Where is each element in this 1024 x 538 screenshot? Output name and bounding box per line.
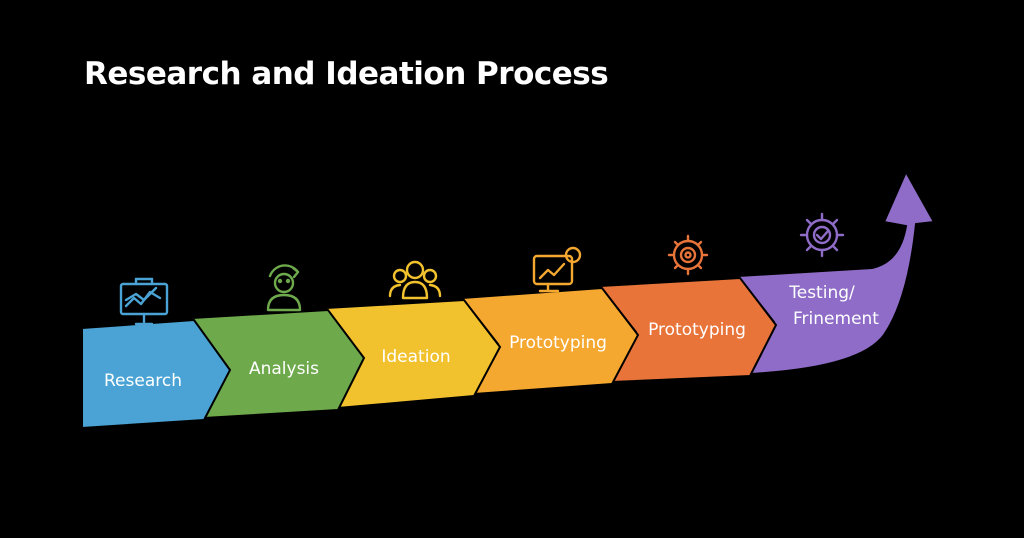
step-prototyping-1-label: Prototyping bbox=[509, 333, 607, 353]
step-ideation: Ideation bbox=[324, 298, 502, 410]
step-prototyping-1: Prototyping bbox=[460, 286, 640, 396]
team-group-icon bbox=[388, 260, 442, 300]
gear-icon bbox=[667, 234, 709, 276]
presentation-chart-icon bbox=[119, 277, 169, 326]
step-testing-label-line1: Testing/ bbox=[788, 283, 855, 303]
step-prototyping-2-label: Prototyping bbox=[648, 320, 746, 340]
step-testing-label-line2: Frinement bbox=[793, 309, 879, 329]
step-prototyping-2: Prototyping bbox=[598, 276, 778, 384]
step-research-shape bbox=[81, 318, 232, 430]
step-testing-refinement-shape bbox=[736, 169, 936, 376]
step-ideation-label: Ideation bbox=[381, 347, 450, 367]
step-analysis: Analysis bbox=[190, 308, 366, 420]
gear-check-icon bbox=[799, 212, 845, 258]
step-research: Research bbox=[81, 318, 232, 430]
step-testing-refinement: Testing/ Frinement bbox=[736, 169, 936, 376]
page-title: Research and Ideation Process bbox=[84, 56, 609, 92]
person-refresh-icon bbox=[266, 264, 302, 312]
monitor-chart-icon bbox=[532, 246, 582, 293]
step-research-label: Research bbox=[104, 371, 182, 391]
step-analysis-label: Analysis bbox=[249, 359, 319, 379]
